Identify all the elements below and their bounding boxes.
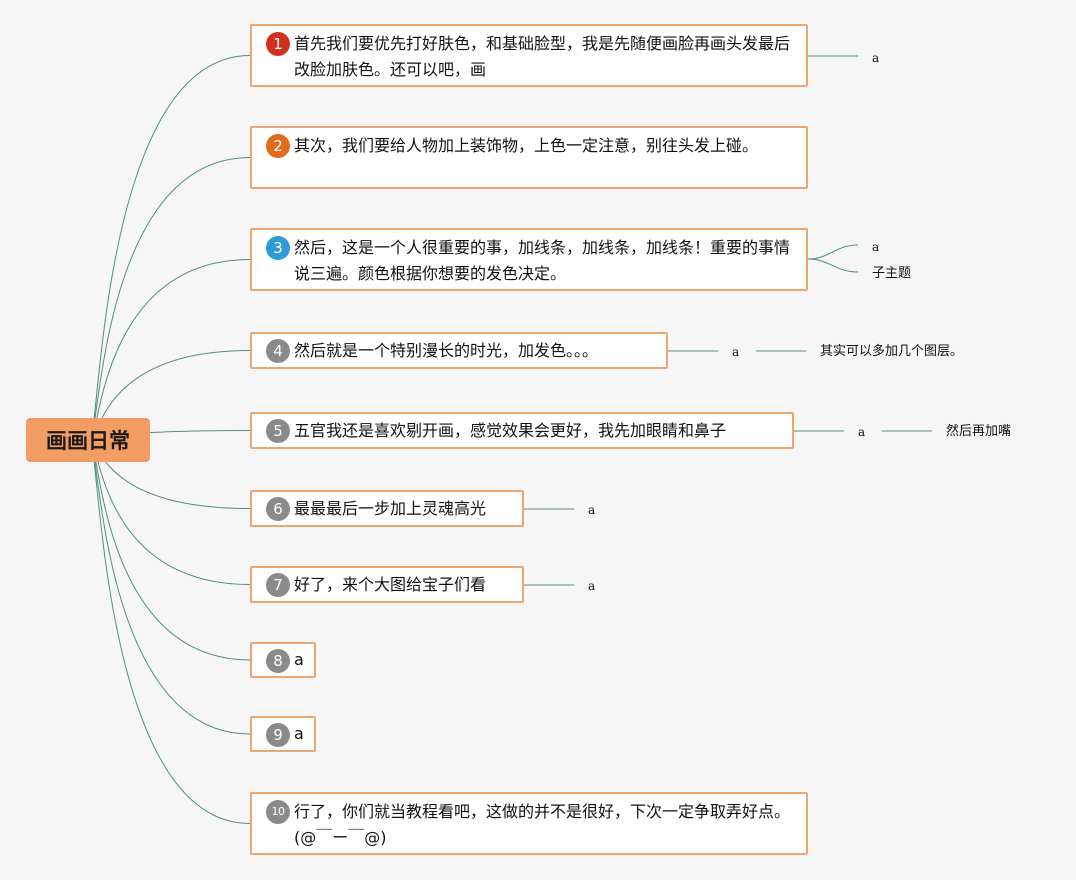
- number-4-icon: 4: [266, 339, 290, 363]
- subtopic-label[interactable]: a: [732, 345, 740, 359]
- topic-text: 行了，你们就当教程看吧，这做的并不是很好，下次一定争取弄好点。(@￣ー￣@): [294, 802, 791, 847]
- number-5-icon: 5: [266, 419, 290, 443]
- connector-line: [89, 157, 251, 441]
- topic-text: 首先我们要优先打好肤色，和基础脸型，我是先随便画脸再画头发最后改脸加肤色。还可以…: [294, 34, 791, 79]
- topic-node-8[interactable]: 8 a: [250, 642, 316, 678]
- number-3-icon: 3: [266, 236, 290, 260]
- topic-text: 五官我还是喜欢剔开画，感觉效果会更好，我先加眼睛和鼻子: [294, 420, 727, 440]
- connector-line: [89, 439, 251, 735]
- subtopic-label[interactable]: 其实可以多加几个图层。: [820, 344, 964, 359]
- topic-text: a: [294, 650, 304, 669]
- connector-line: [89, 55, 251, 441]
- subtopic-label[interactable]: a: [588, 503, 596, 517]
- topic-text: a: [294, 724, 304, 743]
- subtopic-label[interactable]: 子主题: [872, 266, 912, 281]
- subtopic-label[interactable]: 然后再加嘴: [946, 424, 1012, 439]
- topic-node-9[interactable]: 9 a: [250, 716, 316, 752]
- connector-line: [89, 439, 251, 661]
- connector-line: [807, 258, 859, 273]
- topic-text: 其次，我们要给人物加上装饰物，上色一定注意，别往头发上碰。: [294, 136, 759, 155]
- subtopic-label[interactable]: a: [872, 240, 880, 254]
- topic-node-2[interactable]: 2 其次，我们要给人物加上装饰物，上色一定注意，别往头发上碰。: [250, 126, 808, 189]
- number-7-icon: 7: [266, 573, 290, 597]
- topic-node-6[interactable]: 6 最最最后一步加上灵魂高光: [250, 490, 524, 527]
- subtopic-label[interactable]: a: [858, 425, 866, 439]
- topic-node-1[interactable]: 1 首先我们要优先打好肤色，和基础脸型，我是先随便画脸再画头发最后改脸加肤色。还…: [250, 24, 808, 87]
- connector-line: [807, 244, 859, 260]
- number-1-icon: 1: [266, 32, 290, 56]
- topic-text: 最最最后一步加上灵魂高光: [294, 498, 487, 518]
- number-6-icon: 6: [266, 497, 290, 521]
- subtopic-label[interactable]: a: [872, 51, 880, 65]
- number-9-icon: 9: [266, 722, 290, 747]
- topic-text: 然后就是一个特别漫长的时光，加发色。。。: [294, 340, 599, 360]
- root-topic[interactable]: 画画日常: [26, 418, 150, 462]
- topic-node-7[interactable]: 7 好了，来个大图给宝子们看: [250, 566, 524, 603]
- topic-text: 好了，来个大图给宝子们看: [294, 574, 487, 594]
- topic-node-4[interactable]: 4 然后就是一个特别漫长的时光，加发色。。。: [250, 332, 668, 369]
- number-8-icon: 8: [266, 648, 290, 673]
- topic-node-10[interactable]: 10 行了，你们就当教程看吧，这做的并不是很好，下次一定争取弄好点。(@￣ー￣@…: [250, 792, 808, 855]
- number-10-icon: 10: [266, 800, 290, 824]
- topic-node-5[interactable]: 5 五官我还是喜欢剔开画，感觉效果会更好，我先加眼睛和鼻子: [250, 412, 794, 449]
- connector-line: [89, 259, 251, 441]
- subtopic-label[interactable]: a: [588, 579, 596, 593]
- number-2-icon: 2: [266, 134, 290, 158]
- topic-node-3[interactable]: 3 然后，这是一个人很重要的事，加线条，加线条，加线条！重要的事情说三遍。颜色根…: [250, 228, 808, 291]
- topic-text: 然后，这是一个人很重要的事，加线条，加线条，加线条！重要的事情说三遍。颜色根据你…: [294, 238, 791, 283]
